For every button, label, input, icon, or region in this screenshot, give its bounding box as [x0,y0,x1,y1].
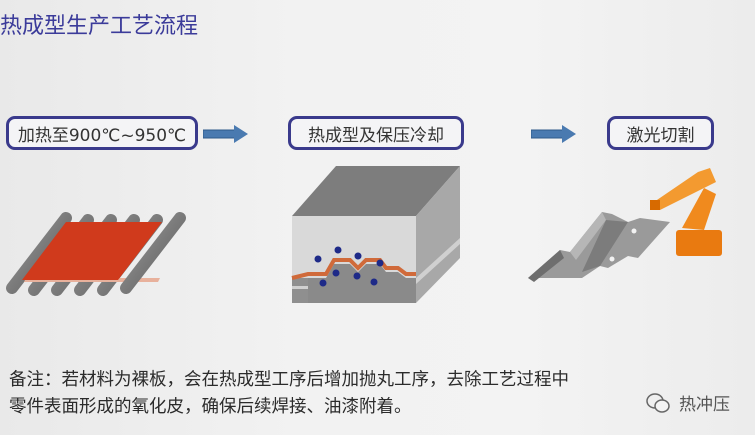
footnote-line-2: 零件表面形成的氧化皮，确保后续焊接、油漆附着。 [9,397,412,417]
watermark-text: 热冲压 [679,395,730,415]
heated-blank-illustration [6,212,186,296]
step-box-heating: 加热至900℃~950℃ [6,116,198,150]
wechat-icon [646,392,670,413]
step-box-forming: 热成型及保压冷却 [288,116,464,150]
step-label: 激光切割 [626,125,695,146]
page-title: 热成型生产工艺流程 [0,14,199,39]
step-box-laser: 激光切割 [607,116,714,150]
footnote-line-1: 备注：若材料为裸板，会在热成型工序后增加抛丸工序，去除工艺过程中 [9,370,569,390]
arrow-right-icon [531,125,576,143]
watermark: 热冲压 [645,390,730,415]
arrow-right-icon [203,125,248,143]
laser-cutting-illustration [528,168,722,282]
step-label: 加热至900℃~950℃ [17,125,187,146]
footnote: 备注：若材料为裸板，会在热成型工序后增加抛丸工序，去除工艺过程中 零件表面形成的… [9,367,569,421]
press-die-illustration [291,166,460,303]
step-label: 热成型及保压冷却 [308,125,444,146]
